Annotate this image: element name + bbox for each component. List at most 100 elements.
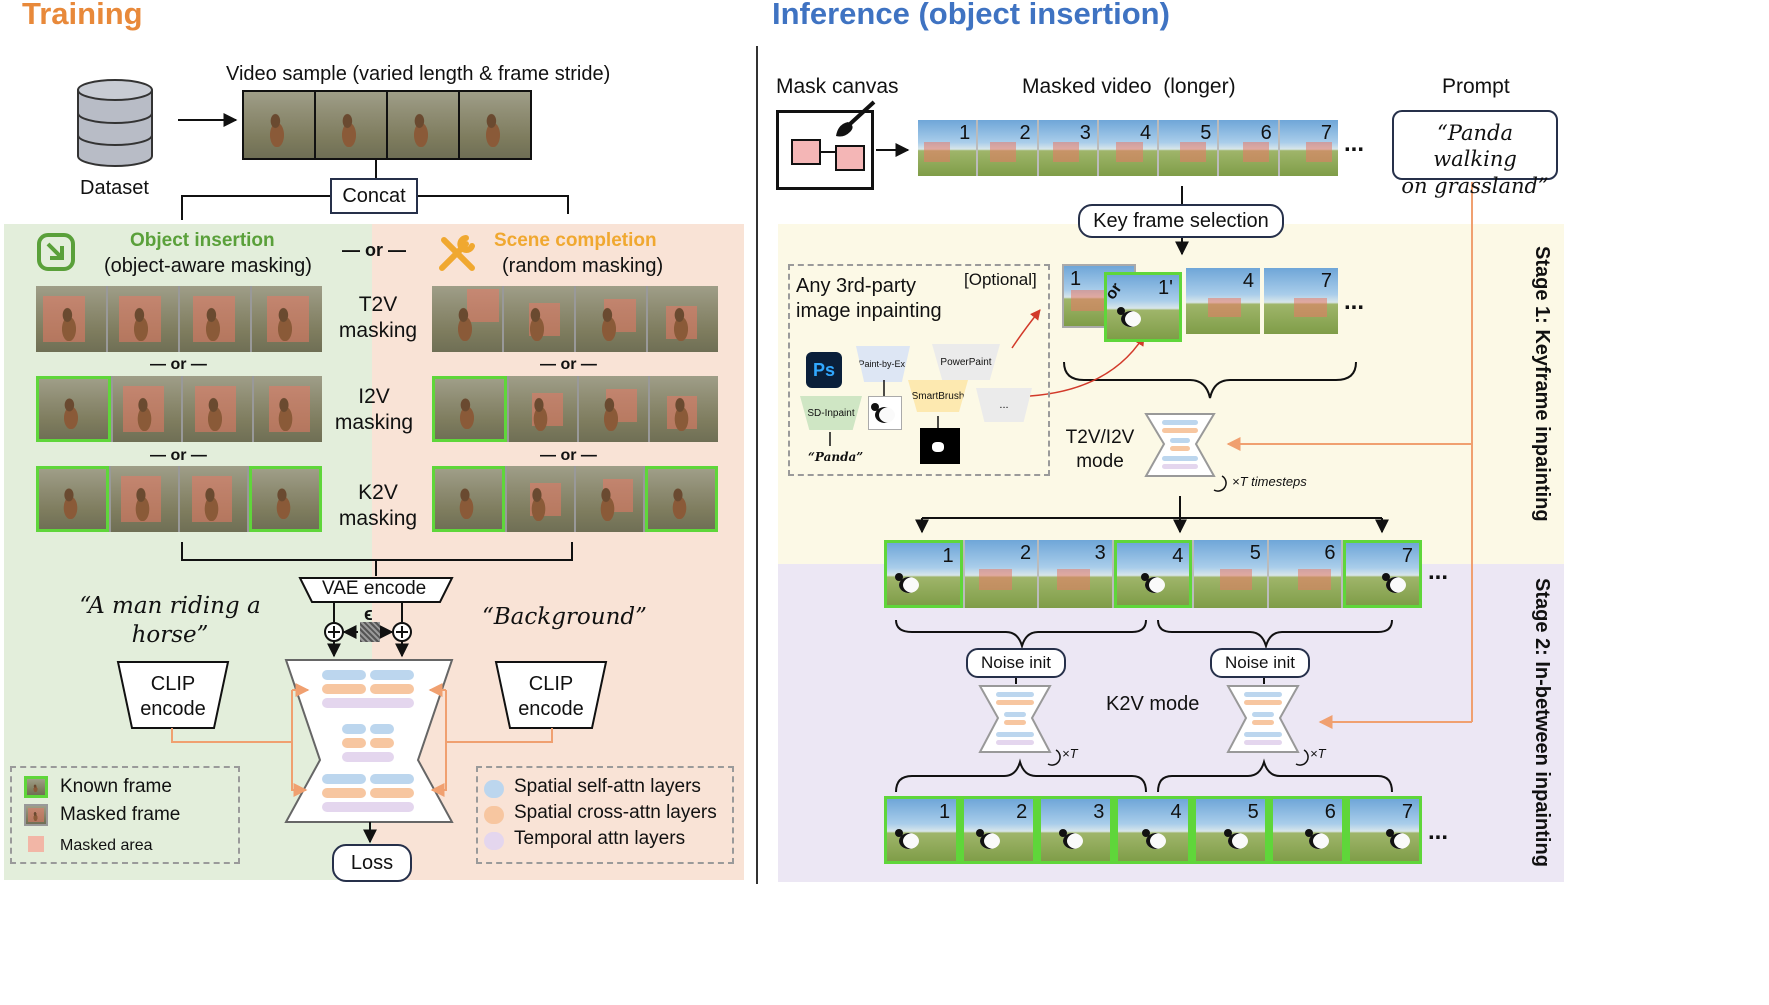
xT-left: ×T bbox=[1062, 746, 1078, 761]
prompt-right: “Background” bbox=[482, 604, 647, 630]
temporal-attn-swatch bbox=[484, 832, 504, 850]
frame-number: 7 bbox=[1401, 545, 1414, 567]
ellipsis: ... bbox=[1344, 288, 1365, 315]
stage2-unet-left bbox=[994, 690, 1036, 748]
vae-encode-label: VAE encode bbox=[322, 578, 427, 599]
t2v-scene-strip bbox=[432, 286, 718, 352]
prompt-label: Prompt bbox=[1442, 75, 1510, 98]
or-separator: — or — bbox=[342, 240, 407, 260]
masked-video-strip: 1 2 3 4 5 6 7 bbox=[918, 120, 1338, 176]
legend-temporal-attn: Temporal attn layers bbox=[514, 828, 686, 849]
xT-right: ×T bbox=[1310, 746, 1326, 761]
masked-frame: 3 bbox=[1039, 540, 1112, 608]
frame-number: 6 bbox=[1324, 542, 1336, 564]
ellipsis: ... bbox=[1428, 818, 1449, 845]
k2v-line1: K2V bbox=[358, 481, 398, 504]
frame-number: 4 bbox=[1140, 122, 1152, 144]
known-frame bbox=[432, 376, 507, 442]
frame-number: 3 bbox=[1093, 801, 1105, 823]
mask-canvas bbox=[776, 110, 874, 190]
video-sample-strip bbox=[242, 90, 532, 160]
clip-right-line1: CLIP bbox=[528, 673, 574, 695]
t2v-i2v-mode-label: T2V/I2V mode bbox=[1058, 426, 1142, 474]
i2v-line2: masking bbox=[334, 411, 414, 435]
legend-masked-area: Masked area bbox=[60, 837, 153, 854]
masked-frame bbox=[180, 466, 247, 532]
known-frame: 1 bbox=[884, 540, 963, 608]
section-divider bbox=[756, 46, 758, 884]
noise-init-box-left: Noise init bbox=[966, 648, 1066, 678]
masked-frame bbox=[108, 286, 178, 352]
photoshop-icon: Ps bbox=[806, 352, 842, 388]
frame-number: 4 bbox=[1172, 545, 1184, 567]
masked-video-frame: 2 bbox=[978, 120, 1037, 176]
known-frame: 6 bbox=[1269, 796, 1345, 864]
third-party-line1: Any 3rd-party bbox=[796, 275, 917, 297]
legend-self-attn: Spatial self-attn layers bbox=[514, 776, 701, 797]
i2v-masking-label: I2V masking bbox=[332, 384, 416, 437]
smartbrush-tool: SmartBrush bbox=[908, 380, 968, 412]
frame-number: 2 bbox=[1016, 801, 1028, 823]
masked-frame bbox=[252, 286, 322, 352]
masked-video-label: Masked video (longer) bbox=[1022, 75, 1236, 98]
i2v-scene-strip bbox=[432, 376, 718, 442]
masked-frame bbox=[504, 286, 574, 352]
masked-frame bbox=[112, 376, 181, 442]
prompt-line1: “Panda walking bbox=[1433, 121, 1517, 172]
video-sample-label: Video sample (varied length & frame stri… bbox=[226, 63, 611, 85]
k2v-masking-label: K2V masking bbox=[336, 480, 420, 533]
frame-number: 6 bbox=[1260, 122, 1272, 144]
mask-thumbnail bbox=[920, 428, 960, 464]
masked-frame-swatch bbox=[24, 804, 48, 826]
optional-label: [Optional] bbox=[964, 270, 1037, 289]
insert-icon bbox=[37, 233, 75, 271]
frame-number: 1 bbox=[959, 122, 971, 144]
tools-icon bbox=[439, 235, 475, 271]
frame-number: 3 bbox=[1094, 542, 1106, 564]
legend-frames bbox=[10, 766, 240, 864]
video-frame bbox=[244, 92, 314, 158]
scene-completion-title: Scene completion bbox=[494, 230, 657, 251]
frame-number: 2 bbox=[1019, 122, 1031, 144]
clip-right-line2: encode bbox=[518, 698, 584, 720]
masked-frame bbox=[111, 466, 178, 532]
more-tools: ... bbox=[976, 388, 1032, 422]
or-separator: — or — bbox=[540, 356, 597, 373]
unet-layers bbox=[318, 668, 420, 818]
video-frame bbox=[388, 92, 458, 158]
keyframe-4: 4 bbox=[1186, 268, 1260, 334]
third-party-line2: image inpainting bbox=[796, 300, 942, 322]
known-frame: 7 bbox=[1346, 796, 1422, 864]
legend-layers bbox=[476, 766, 734, 864]
masked-frame bbox=[253, 376, 322, 442]
masked-frame bbox=[649, 376, 718, 442]
i2v-line1: I2V bbox=[358, 385, 390, 408]
stage2-unet-right bbox=[1242, 690, 1284, 748]
powerpaint-tool: PowerPaint bbox=[932, 344, 1000, 380]
more-tools-label: ... bbox=[999, 399, 1009, 411]
known-frame: 2 bbox=[961, 796, 1037, 864]
database-icon bbox=[77, 79, 153, 167]
frame-number: 7 bbox=[1320, 122, 1332, 144]
training-title: Training bbox=[22, 0, 143, 31]
prompt-box: “Panda walking on grassland” bbox=[1392, 110, 1558, 198]
keyframe-number: 7 bbox=[1320, 270, 1332, 292]
stage1-unet-layers bbox=[1160, 418, 1200, 474]
clip-encode-left: CLIP encode bbox=[124, 672, 222, 722]
stage2-output-strip: 1 2 3 4 5 6 7 bbox=[884, 796, 1422, 864]
video-frame bbox=[460, 92, 530, 158]
known-frame: 4 bbox=[1113, 540, 1193, 608]
keyframe-7: 7 bbox=[1264, 268, 1338, 334]
paintbrush-icon bbox=[836, 100, 876, 137]
frame-number: 5 bbox=[1249, 542, 1261, 564]
t2v-mode-line1: T2V/I2V bbox=[1065, 427, 1135, 448]
keyframe-1prime-inpainted: 1' bbox=[1104, 272, 1182, 342]
powerpaint-label: PowerPaint bbox=[940, 356, 992, 368]
known-frame: 7 bbox=[1343, 540, 1423, 608]
self-attn-swatch bbox=[484, 780, 504, 798]
known-frame bbox=[432, 466, 505, 532]
third-party-label: Any 3rd-party image inpainting bbox=[796, 274, 942, 324]
ellipsis: ... bbox=[1344, 130, 1365, 157]
or-separator: — or — bbox=[540, 447, 597, 464]
known-frame-swatch bbox=[24, 776, 48, 798]
